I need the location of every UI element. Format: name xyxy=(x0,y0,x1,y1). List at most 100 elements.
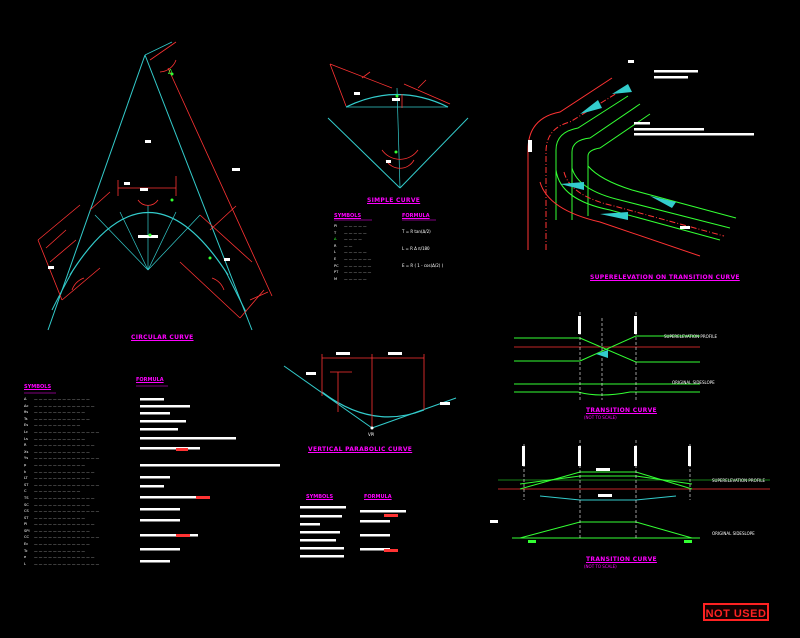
station-label xyxy=(528,140,532,152)
note-text xyxy=(654,76,688,79)
dimension-line xyxy=(37,204,81,241)
list-item: R— — xyxy=(334,243,353,248)
compound-symbols-list: Δ— — — — — — — — — — — — Δc— — — — — — —… xyxy=(24,396,99,567)
sideslope-line xyxy=(577,391,700,396)
transition-curve-title-2: TRANSITION CURVE xyxy=(586,556,657,563)
angle-arc xyxy=(137,199,159,206)
note-text xyxy=(634,133,754,136)
dimension-line xyxy=(199,214,253,263)
tangent-line-left xyxy=(47,54,146,331)
superelevation-profile-label-1: SUPERELEVATION PROFILE xyxy=(664,334,717,339)
dimension-line xyxy=(89,191,111,211)
dimension-label xyxy=(145,140,151,143)
center-line xyxy=(396,87,401,189)
vertical-formula-header: FORMULA xyxy=(364,494,392,500)
lane-line xyxy=(587,113,651,216)
profile-line xyxy=(579,335,637,362)
superelevation-plan-diagram xyxy=(527,60,754,257)
compound-symbols-header: SYMBOLS xyxy=(24,384,52,390)
list-item: p— — — — — — — — — — — xyxy=(24,462,85,467)
compound-formula-header: FORMULA xyxy=(136,377,164,383)
pc-marker xyxy=(395,94,399,98)
dimension-label xyxy=(388,352,402,355)
list-item: Xs— — — — — — — — — — — — xyxy=(24,449,90,454)
station-label xyxy=(634,316,637,334)
dimension-line xyxy=(361,71,371,79)
angle-arc xyxy=(159,59,177,73)
dimension-line xyxy=(37,239,63,301)
list-item: Δ— — — — xyxy=(334,237,362,242)
dimension-label xyxy=(124,182,130,185)
profile-line xyxy=(539,495,677,501)
dimension-label xyxy=(386,160,391,163)
dimension-label xyxy=(306,372,316,375)
list-item: LT— — — — — — — — — — — — xyxy=(24,476,90,481)
list-item: CC— — — — — — — — — — — — — — xyxy=(24,535,100,540)
dimension-line xyxy=(329,63,347,107)
note-text xyxy=(654,70,698,73)
curve-transition xyxy=(571,167,731,229)
dimension-label xyxy=(440,402,450,405)
list-item: PI— — — — — xyxy=(334,224,367,228)
angle-arc xyxy=(381,149,419,160)
vertical-curve-title: VERTICAL PARABOLIC CURVE xyxy=(308,446,413,453)
superelevation-wedge xyxy=(612,84,632,94)
sideslope-line xyxy=(519,521,693,539)
dimension-line xyxy=(49,239,77,263)
radius-line xyxy=(94,214,149,271)
list-item: PC— — — — — — xyxy=(334,263,372,268)
simple-curve-diagram xyxy=(327,63,469,221)
angle-arc xyxy=(211,277,225,291)
delta-angle-label: Δ xyxy=(168,68,173,76)
radius-line xyxy=(147,214,201,271)
curve-transition xyxy=(555,169,721,241)
radius-line xyxy=(119,211,149,271)
transition-spiral xyxy=(225,271,247,313)
original-sideslope-label-1: ORIGINAL SIDESLOPE xyxy=(672,380,715,385)
ts-marker xyxy=(208,256,212,260)
pt-marker xyxy=(170,198,174,202)
simple-formula-header: FORMULA xyxy=(402,213,430,219)
note-text xyxy=(634,128,704,131)
list-item: R— — — — — — — — — — — — — xyxy=(24,443,95,448)
tangent-line-right xyxy=(144,54,253,331)
station-label xyxy=(578,446,581,466)
list-item: ST— — — — — — — — — — — — — — xyxy=(24,482,100,487)
dimension-label xyxy=(138,235,158,238)
dimension-label xyxy=(392,98,400,101)
list-item: Tc— — — — — — — — — — — xyxy=(24,548,85,553)
transition-spiral xyxy=(51,271,73,311)
dimension-line xyxy=(239,289,265,319)
list-item: Ys— — — — — — — — — — — — — — xyxy=(24,456,100,461)
circular-arc xyxy=(69,211,229,276)
compound-formula-block xyxy=(140,398,280,563)
grade-marker xyxy=(684,540,692,543)
curve-transition xyxy=(587,165,737,219)
list-item: C— — — — — — — — — — xyxy=(24,489,81,494)
transition-profile-2 xyxy=(490,440,770,543)
list-item: E— — — — — — xyxy=(334,256,372,261)
list-item: Δ— — — — — — — — — — — — xyxy=(24,397,90,401)
superelevation-wedge xyxy=(560,182,584,190)
pc-marker xyxy=(148,233,152,237)
list-item: PT— — — — — — xyxy=(334,270,372,275)
list-item: T— — — — — xyxy=(334,230,367,235)
vertical-legend-block xyxy=(300,506,406,558)
dimension-line xyxy=(45,229,67,249)
list-item: Ec— — — — — — — — — — — — xyxy=(24,542,90,547)
tangent-extension xyxy=(144,41,173,56)
list-item: PI— — — — — — — — — — — — — xyxy=(24,522,95,527)
dimension-label xyxy=(490,520,498,523)
dimension-label xyxy=(232,168,240,171)
superelevation-profile-label-2: SUPERELEVATION PROFILE xyxy=(712,478,765,483)
compound-curve-diagram xyxy=(24,41,273,394)
dimension-label xyxy=(354,92,360,95)
crossfall-marker xyxy=(596,350,608,358)
list-item: k— — — — — — — — — — — — — xyxy=(24,469,95,474)
dimension-line xyxy=(403,83,451,105)
dimension-line xyxy=(209,205,237,231)
tangent-line-left xyxy=(327,117,401,189)
vpi-label: VPI xyxy=(368,432,375,437)
dimension-label xyxy=(140,188,148,191)
